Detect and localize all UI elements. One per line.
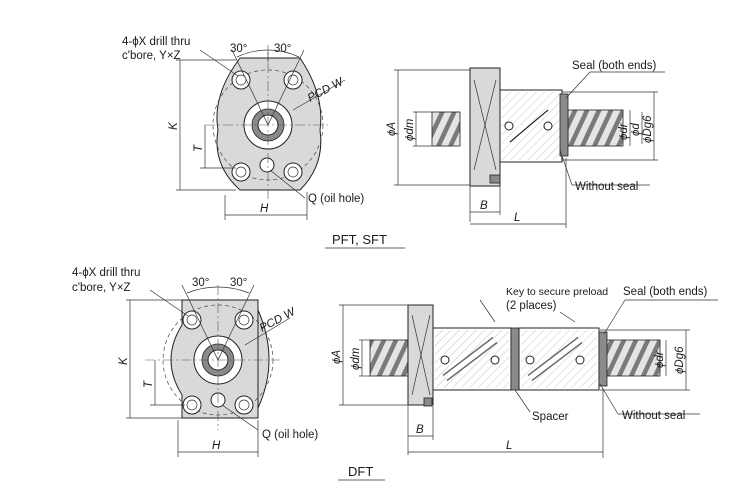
top-side-view: [394, 67, 665, 228]
top-oil-hole-label: Q (oil hole): [308, 193, 364, 205]
bottom-key-label-1: Key to secure preload: [506, 286, 608, 298]
top-d-label: ϕd: [630, 123, 642, 136]
bottom-h-label: H: [212, 440, 221, 452]
bottom-drill-label: 4-ϕX drill thru: [72, 267, 140, 279]
top-drill-label: 4-ϕX drill thru: [122, 36, 190, 48]
bottom-a-label: ϕA: [331, 350, 343, 364]
top-screw-left: [431, 111, 461, 147]
bottom-oil-hole-label: Q (oil hole): [262, 429, 318, 441]
bottom-dr-label: ϕdr: [654, 350, 666, 368]
bottom-front-view: [126, 284, 291, 457]
bottom-caption: DFT: [348, 464, 373, 479]
top-k-label: K: [168, 121, 180, 130]
bottom-l-label: L: [506, 440, 512, 452]
top-seal-label: Seal (both ends): [572, 60, 657, 72]
top-a-label: ϕA: [386, 122, 398, 136]
top-angle-right: 30°: [274, 43, 291, 55]
top-caption: PFT, SFT: [332, 232, 387, 247]
top-without-seal-label: Without seal: [575, 181, 638, 193]
bottom-seal-label: Seal (both ends): [623, 286, 708, 298]
bottom-spacer: [510, 327, 520, 391]
top-dg6-label: ϕDg6: [642, 115, 654, 143]
top-oil-hole: [259, 157, 275, 173]
bottom-angle-left: 30°: [192, 277, 209, 289]
top-seal: [559, 93, 569, 157]
top-t-label: T: [193, 144, 205, 152]
top-l-label: L: [514, 212, 520, 224]
bottom-side-view: [339, 299, 718, 458]
top-bolt-holes: [231, 70, 303, 182]
top-h-label: H: [260, 203, 269, 215]
top-dr-label: ϕdr: [618, 122, 630, 140]
top-dm-label: ϕdm: [404, 118, 416, 141]
bottom-seal: [598, 331, 608, 387]
bottom-side-flange: [407, 304, 434, 406]
bottom-k-label: K: [118, 356, 130, 365]
bottom-dm-label: ϕdm: [350, 347, 362, 370]
bottom-screw-left: [369, 339, 409, 377]
bottom-key-label-2: (2 places): [506, 300, 557, 312]
bottom-dg6-label: ϕDg6: [674, 346, 686, 374]
bottom-t-label: T: [143, 380, 155, 388]
top-front-view: [176, 45, 346, 220]
top-b-label: B: [480, 200, 488, 212]
bottom-b-label: B: [416, 424, 424, 436]
top-screw-right: [567, 109, 624, 147]
bottom-screw-right: [604, 339, 661, 377]
bottom-without-seal-label: Without seal: [622, 410, 685, 422]
bottom-spacer-label: Spacer: [532, 411, 569, 423]
bottom-pcd-label: PCD W: [258, 306, 298, 335]
top-angle-left: 30°: [230, 43, 247, 55]
bottom-angle-right: 30°: [230, 277, 247, 289]
top-cbore-label: c'bore, Y×Z: [122, 50, 181, 62]
bottom-cbore-label: c'bore, Y×Z: [72, 282, 131, 294]
